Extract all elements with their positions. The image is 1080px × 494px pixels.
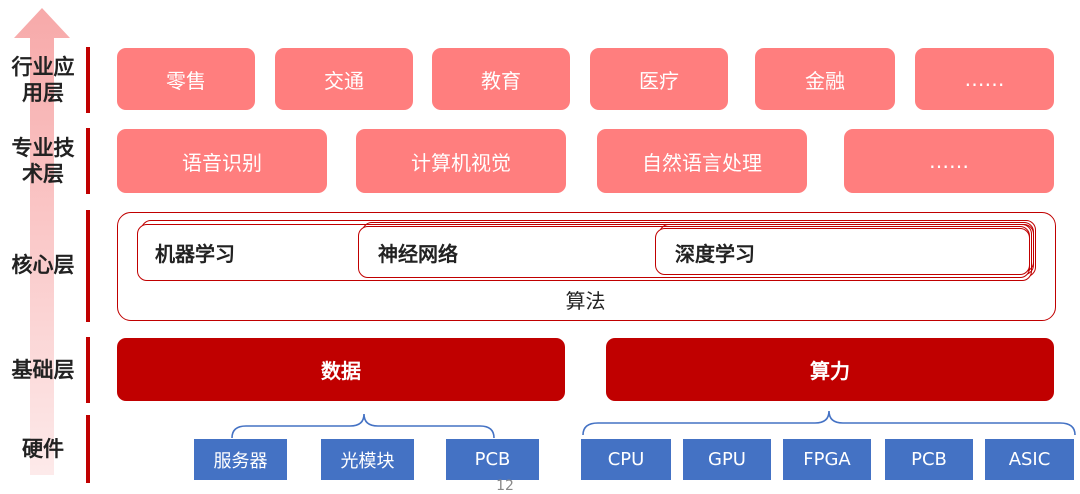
compute-power-box: 算力 bbox=[606, 338, 1054, 401]
layer-divider bbox=[86, 128, 90, 194]
layer-divider bbox=[86, 210, 90, 322]
deep-learning-label: 深度学习 bbox=[675, 242, 755, 266]
upward-arrow-icon bbox=[14, 8, 70, 475]
tech-computer-vision-box: 计算机视觉 bbox=[356, 129, 566, 193]
hardware-gpu-box: GPU bbox=[683, 439, 771, 480]
industry-retail-box: 零售 bbox=[117, 48, 255, 110]
layer-divider bbox=[86, 47, 90, 113]
data-box: 数据 bbox=[117, 338, 565, 401]
industry-education-box: 教育 bbox=[432, 48, 570, 110]
data-group-brace bbox=[231, 413, 495, 439]
hardware-pcb-box: PCB bbox=[446, 439, 539, 480]
tech-more-box: …… bbox=[844, 129, 1054, 193]
deep-learning-box bbox=[655, 228, 1030, 275]
hardware-cpu-box: CPU bbox=[581, 439, 671, 480]
tech-nlp-box: 自然语言处理 bbox=[597, 129, 807, 193]
layer-label-foundation: 基础层 bbox=[11, 358, 75, 382]
layer-label-core: 核心层 bbox=[11, 253, 75, 277]
hardware-fpga-box: FPGA bbox=[783, 439, 871, 480]
layer-divider bbox=[86, 337, 90, 403]
machine-learning-label: 机器学习 bbox=[155, 242, 235, 266]
industry-medical-box: 医疗 bbox=[590, 48, 728, 110]
hardware-optical-module-box: 光模块 bbox=[321, 439, 414, 480]
industry-more-box: …… bbox=[915, 48, 1054, 110]
industry-transport-box: 交通 bbox=[275, 48, 413, 110]
hardware-server-box: 服务器 bbox=[194, 439, 287, 480]
industry-finance-box: 金融 bbox=[755, 48, 895, 110]
page-number: 12 bbox=[496, 478, 514, 494]
hardware-asic-box: ASIC bbox=[985, 439, 1074, 480]
hardware-pcb-compute-box: PCB bbox=[885, 439, 973, 480]
layer-label-hardware: 硬件 bbox=[22, 437, 64, 461]
algorithm-label: 算法 bbox=[565, 289, 606, 313]
tech-speech-recognition-box: 语音识别 bbox=[117, 129, 327, 193]
neural-network-label: 神经网络 bbox=[378, 242, 458, 266]
layer-label-technology: 专业技术层 bbox=[11, 136, 75, 186]
compute-group-brace bbox=[582, 410, 1076, 436]
layer-divider bbox=[86, 415, 90, 483]
layer-label-application: 行业应用层 bbox=[11, 55, 75, 105]
